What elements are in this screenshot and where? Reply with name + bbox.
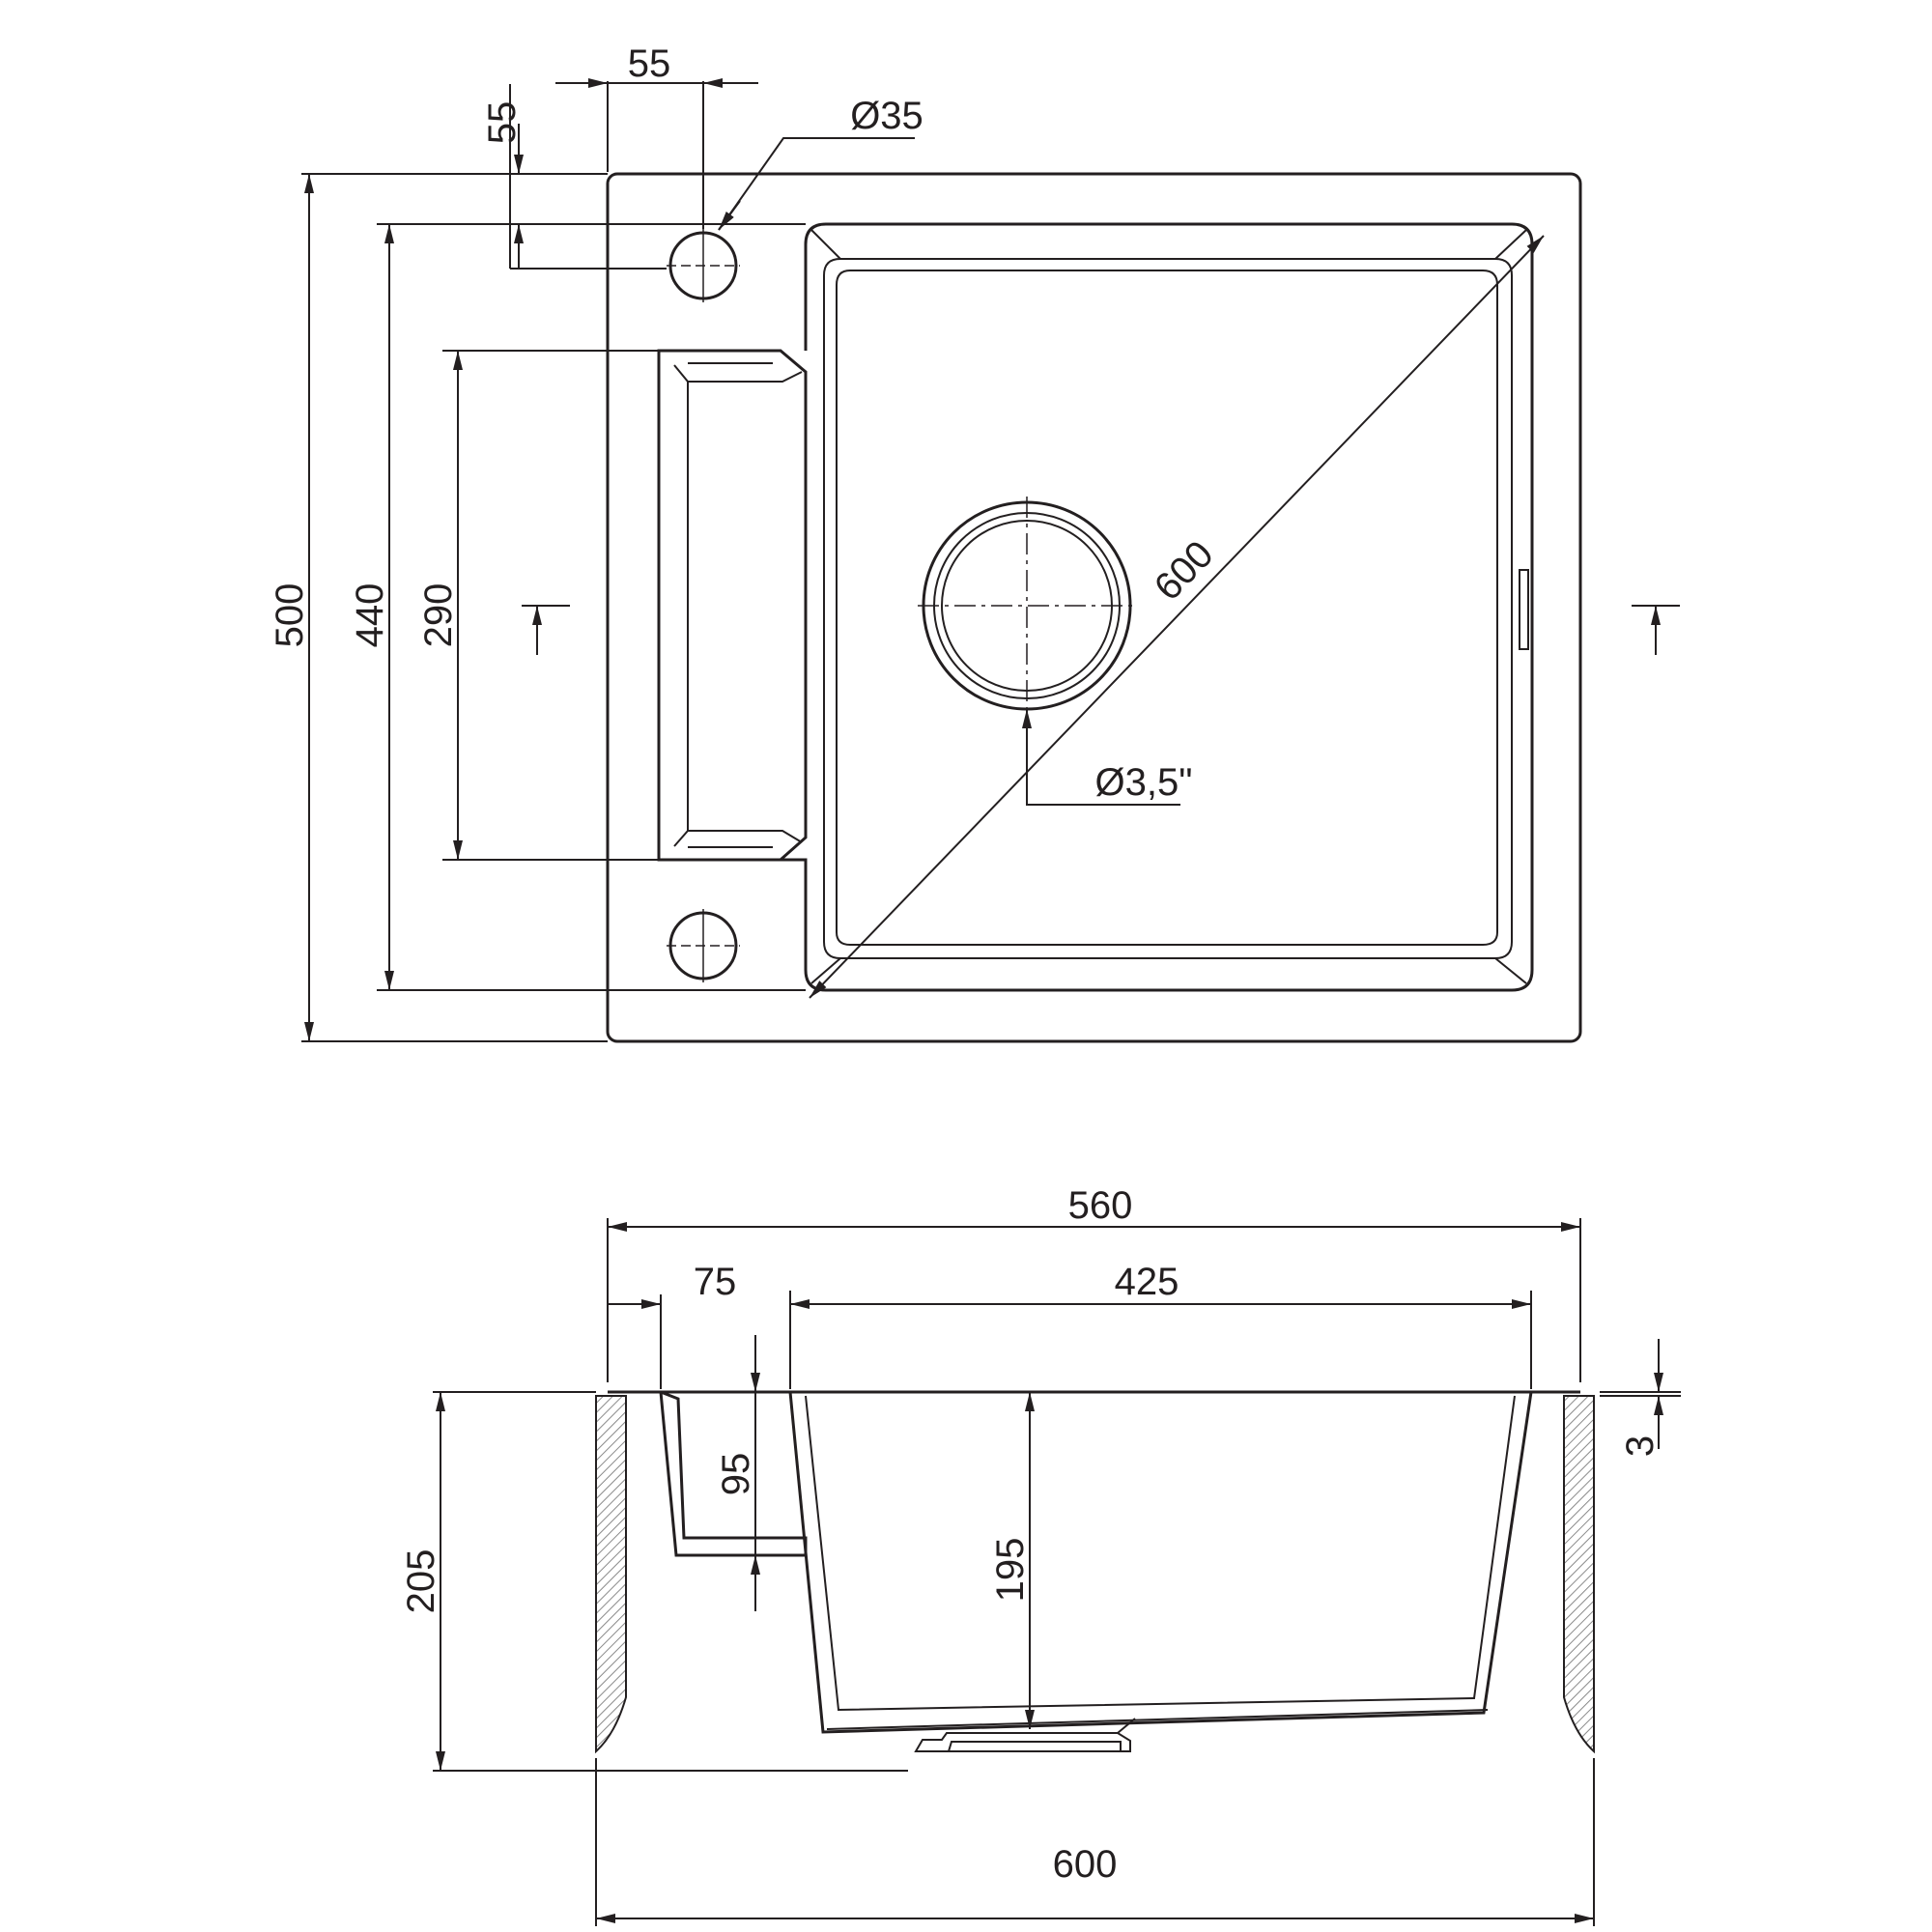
bowl-section-inner — [805, 1395, 1516, 1712]
top-view — [301, 78, 1680, 1043]
section-marker-left — [522, 605, 570, 655]
extension-lines — [301, 81, 806, 1042]
section-extension-lines — [433, 1218, 1681, 1926]
waste-outlet — [918, 497, 1136, 715]
bowl-outline — [781, 222, 1534, 992]
label-drainer-length: 290 — [417, 583, 460, 648]
section-marker-right — [1632, 605, 1680, 655]
label-bowl-depth-section: 195 — [989, 1538, 1032, 1603]
cabinet-wall-left — [595, 1395, 627, 1754]
label-hole-offset-y: 55 — [481, 101, 524, 145]
leader-tap-hole-diameter — [718, 137, 915, 231]
label-waste-diameter: Ø3,5" — [1095, 761, 1193, 804]
label-drainer-depth: 95 — [715, 1453, 757, 1496]
label-overall-height: 205 — [400, 1549, 442, 1614]
label-bowl-depth: 440 — [349, 583, 391, 648]
label-tap-hole-diameter: Ø35 — [850, 95, 923, 137]
label-rim-thickness: 3 — [1619, 1435, 1662, 1457]
label-cabinet-width: 600 — [1053, 1843, 1118, 1886]
tap-hole-bottom — [667, 909, 740, 982]
bowl-floor — [836, 270, 1498, 946]
label-drainer-width: 75 — [694, 1261, 737, 1303]
bowl-inner-outline — [823, 258, 1513, 959]
bowl-section-outer — [788, 1391, 1533, 1734]
drainer-recess — [657, 349, 808, 862]
waste-fitting-lip — [1117, 1718, 1136, 1734]
sink-outline — [606, 172, 1582, 1043]
overflow-slot — [1519, 569, 1529, 650]
label-overall-width-top: 560 — [1068, 1184, 1133, 1227]
leader-arrow-tap-hole — [718, 200, 741, 231]
drainer-recess-inner — [673, 362, 803, 848]
tap-hole-top — [667, 229, 740, 302]
label-hole-offset-x: 55 — [628, 43, 671, 85]
cabinet-wall-right — [1563, 1395, 1595, 1754]
section-view — [433, 1218, 1681, 1926]
label-bowl-width: 425 — [1115, 1261, 1179, 1303]
bowl-floor-line — [826, 1709, 1489, 1730]
label-bowl-diagonal: 600 — [1147, 533, 1222, 610]
waste-fitting-section — [914, 1732, 1131, 1752]
dim-line-bowl-diagonal — [809, 235, 1545, 999]
bowl-corner-chamfers — [810, 229, 1527, 984]
label-overall-depth: 500 — [269, 583, 311, 648]
